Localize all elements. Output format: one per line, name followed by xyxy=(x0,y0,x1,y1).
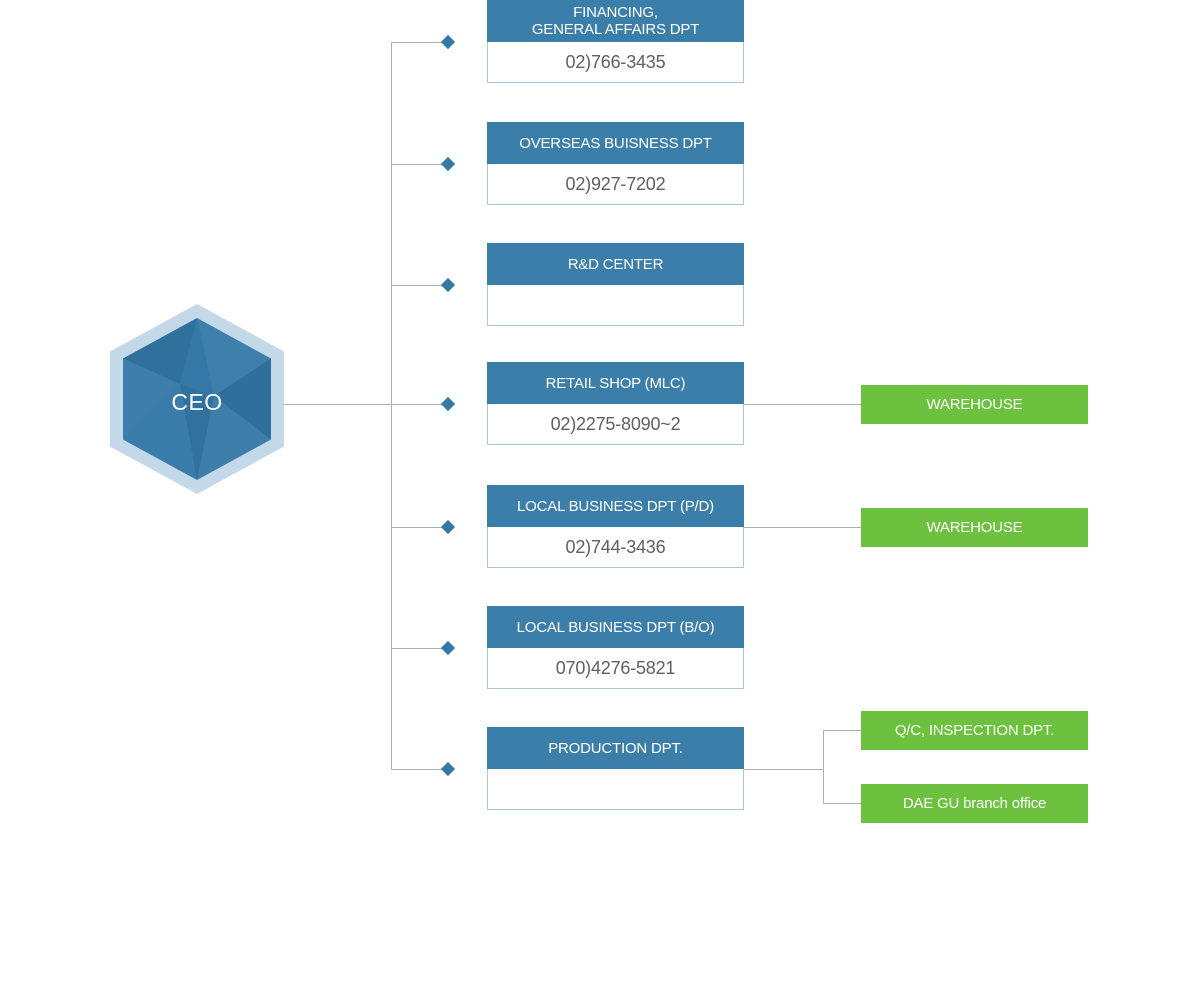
ceo-hexagon-icon xyxy=(110,304,284,494)
diamond-bullet-4 xyxy=(440,396,456,412)
ceo-node: CEO xyxy=(110,304,284,494)
connector-line-retail-warehouse xyxy=(744,404,861,405)
diamond-bullet-1 xyxy=(440,34,456,50)
dept-title: RETAIL SHOP (MLC) xyxy=(545,374,686,392)
dept-header: RETAIL SHOP (MLC) xyxy=(487,362,744,404)
dept-phone: 02)766-3435 xyxy=(487,42,744,83)
dept-title: OVERSEAS BUISNESS DPT xyxy=(519,134,712,152)
leaf-label: WAREHOUSE xyxy=(926,519,1023,536)
leaf-box-warehouse-local-pd: WAREHOUSE xyxy=(861,508,1088,547)
dept-phone-text: 070)4276-5821 xyxy=(555,657,676,678)
dept-phone xyxy=(487,285,744,326)
dept-phone-text: 02)766-3435 xyxy=(565,51,666,72)
dept-box-production: PRODUCTION DPT. xyxy=(487,727,744,810)
diamond-bullet-2 xyxy=(440,156,456,172)
diamond-bullet-6 xyxy=(440,640,456,656)
dept-header: LOCAL BUSINESS DPT (P/D) xyxy=(487,485,744,527)
dept-title: FINANCING, GENERAL AFFAIRS DPT xyxy=(531,4,700,38)
dept-box-rnd-center: R&D CENTER xyxy=(487,243,744,326)
dept-phone: 070)4276-5821 xyxy=(487,648,744,689)
dept-box-local-business-pd: LOCAL BUSINESS DPT (P/D) 02)744-3436 xyxy=(487,485,744,568)
connector-line-production-daegu xyxy=(823,803,861,804)
dept-phone-text: 02)744-3436 xyxy=(565,536,666,557)
dept-phone-text: 02)2275-8090~2 xyxy=(550,413,681,434)
connector-line-production-stem xyxy=(744,769,823,770)
diamond-bullet-7 xyxy=(440,761,456,777)
dept-phone: 02)744-3436 xyxy=(487,527,744,568)
dept-header: FINANCING, GENERAL AFFAIRS DPT xyxy=(487,0,744,42)
leaf-box-warehouse-retail: WAREHOUSE xyxy=(861,385,1088,424)
dept-phone xyxy=(487,769,744,810)
dept-header: LOCAL BUSINESS DPT (B/O) xyxy=(487,606,744,648)
connector-line-branch-1 xyxy=(391,42,443,43)
dept-title: LOCAL BUSINESS DPT (B/O) xyxy=(516,618,715,636)
connector-line-branch-7 xyxy=(391,769,443,770)
leaf-label: WAREHOUSE xyxy=(926,396,1023,413)
dept-header: OVERSEAS BUISNESS DPT xyxy=(487,122,744,164)
leaf-box-daegu-branch: DAE GU branch office xyxy=(861,784,1088,823)
dept-phone: 02)927-7202 xyxy=(487,164,744,205)
dept-box-financing-general-affairs: FINANCING, GENERAL AFFAIRS DPT 02)766-34… xyxy=(487,0,744,83)
dept-header: PRODUCTION DPT. xyxy=(487,727,744,769)
dept-box-retail-shop-mlc: RETAIL SHOP (MLC) 02)2275-8090~2 xyxy=(487,362,744,445)
dept-title: LOCAL BUSINESS DPT (P/D) xyxy=(517,497,714,515)
connector-line-branch-2 xyxy=(391,164,443,165)
connector-line-branch-3 xyxy=(391,285,443,286)
leaf-box-qc-inspection: Q/C, INSPECTION DPT. xyxy=(861,711,1088,750)
connector-line-branch-6 xyxy=(391,648,443,649)
connector-line-production-qc xyxy=(823,730,861,731)
connector-line-production-vertical xyxy=(823,730,824,804)
connector-line-branch-5 xyxy=(391,527,443,528)
dept-header: R&D CENTER xyxy=(487,243,744,285)
diamond-bullet-3 xyxy=(440,277,456,293)
connector-line-ceo xyxy=(283,404,443,405)
dept-box-overseas-business: OVERSEAS BUISNESS DPT 02)927-7202 xyxy=(487,122,744,205)
diamond-bullet-5 xyxy=(440,519,456,535)
ceo-label: CEO xyxy=(171,388,223,415)
dept-title: R&D CENTER xyxy=(567,255,664,273)
dept-phone: 02)2275-8090~2 xyxy=(487,404,744,445)
connector-line-local-pd-warehouse xyxy=(744,527,861,528)
dept-box-local-business-bo: LOCAL BUSINESS DPT (B/O) 070)4276-5821 xyxy=(487,606,744,689)
connector-trunk-line xyxy=(391,42,392,769)
leaf-label: DAE GU branch office xyxy=(902,795,1047,812)
dept-title: PRODUCTION DPT. xyxy=(548,739,683,757)
dept-phone-text: 02)927-7202 xyxy=(565,173,666,194)
leaf-label: Q/C, INSPECTION DPT. xyxy=(894,722,1055,739)
